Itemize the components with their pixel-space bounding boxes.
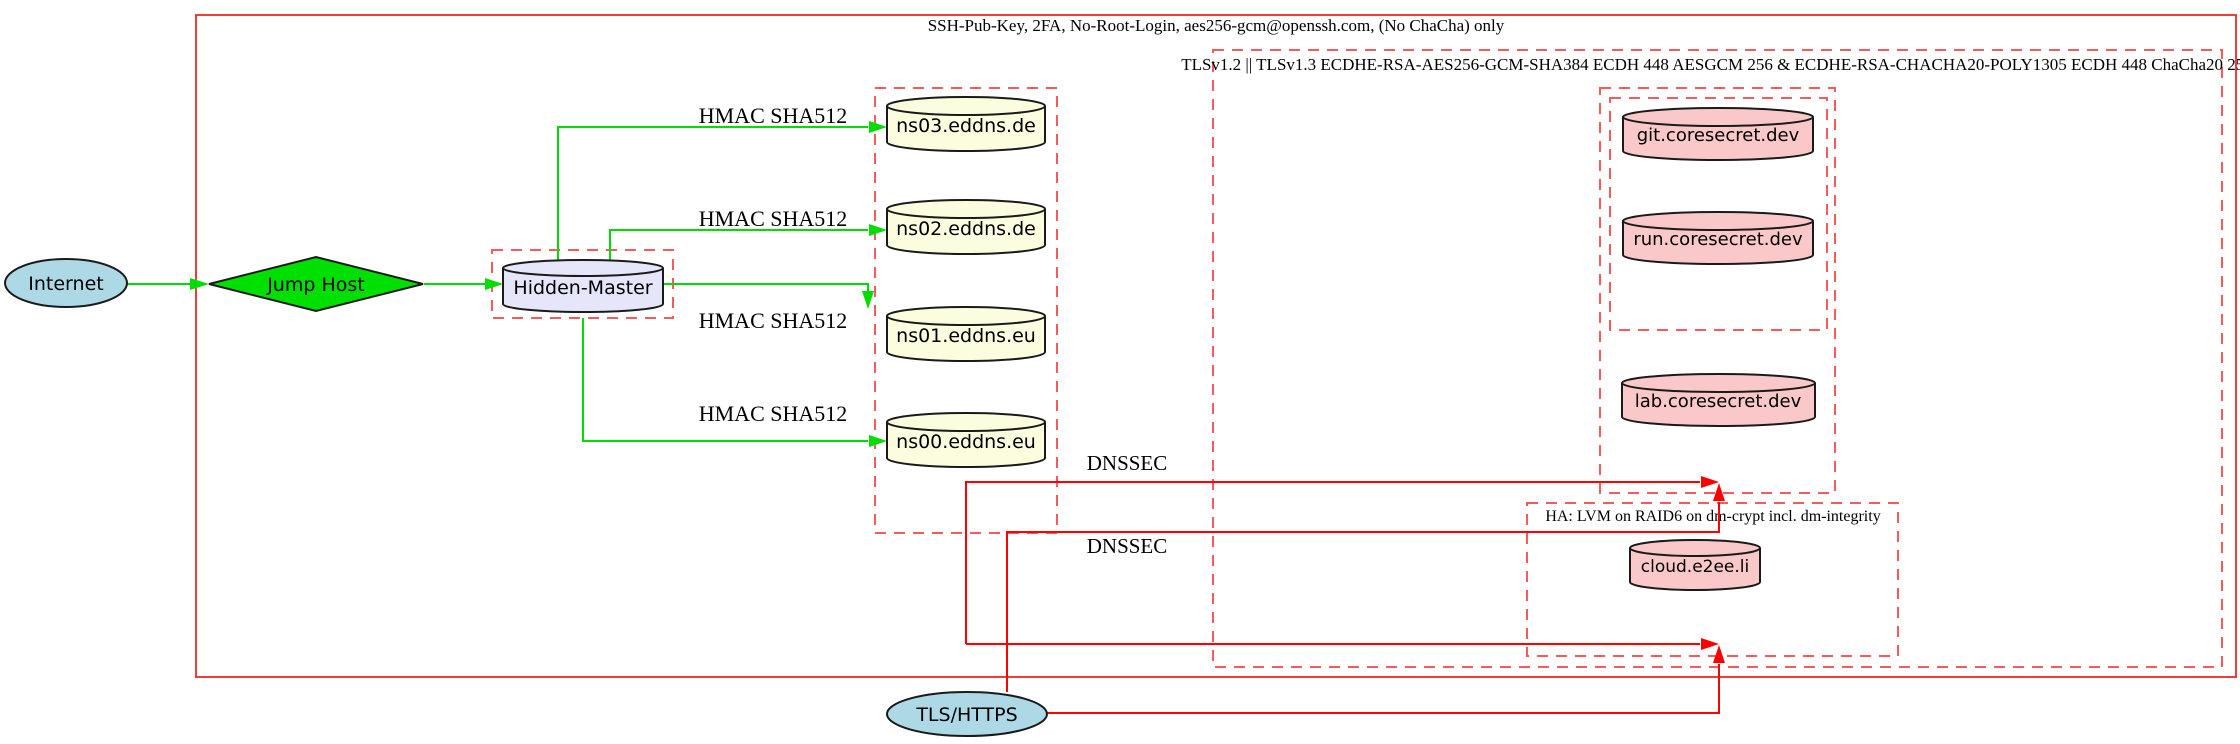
internet-ellipse bbox=[4, 258, 128, 308]
cluster-coresecret-outer-box bbox=[1599, 87, 1836, 494]
run-cylinder bbox=[1622, 211, 1814, 265]
cluster-tls-box bbox=[1212, 49, 2223, 668]
tls-https-ellipse bbox=[886, 691, 1048, 737]
node-ns01-label: ns01.eddns.eu bbox=[896, 325, 1036, 347]
cluster-ha-box bbox=[1526, 502, 1899, 657]
edge-jumphost-to-hiddenmaster bbox=[424, 278, 503, 290]
arrowhead-down-icon bbox=[862, 291, 874, 309]
cluster-coresecret-inner-box bbox=[1609, 97, 1828, 331]
node-ns01: ns01.eddns.eu bbox=[886, 306, 1046, 362]
edge-hiddenmaster-to-ns03 bbox=[557, 121, 887, 262]
arrowhead-right-icon bbox=[485, 278, 503, 290]
node-cloud-e2ee: cloud.e2ee.li bbox=[1629, 539, 1761, 591]
edge-label-hmac-ns02: HMAC SHA512 bbox=[699, 206, 848, 231]
cluster-tls-label: TLSv1.2 || TLSv1.3 ECDHE-RSA-AES256-GCM-… bbox=[1181, 55, 2240, 74]
git-cylinder bbox=[1622, 107, 1814, 161]
node-ns02: ns02.eddns.de bbox=[886, 199, 1046, 255]
cluster-ssh-label: SSH-Pub-Key, 2FA, No-Root-Login, aes256-… bbox=[928, 16, 1505, 35]
node-ns00-label: ns00.eddns.eu bbox=[896, 431, 1036, 453]
edge-label-dnssec-bottom: DNSSEC bbox=[1087, 534, 1168, 558]
edge-tlshttps-to-coresecret bbox=[1006, 483, 1725, 692]
node-tls-https-label: TLS/HTTPS bbox=[915, 704, 1017, 726]
node-ns00: ns00.eddns.eu bbox=[886, 412, 1046, 468]
node-lab-coresecret: lab.coresecret.dev bbox=[1621, 373, 1816, 427]
cluster-ssh-box bbox=[195, 14, 2237, 678]
node-lab-label: lab.coresecret.dev bbox=[1635, 391, 1802, 412]
node-cloud-label: cloud.e2ee.li bbox=[1641, 557, 1749, 577]
jump-host-diamond bbox=[208, 255, 424, 313]
cluster-dns-box bbox=[874, 87, 1058, 534]
arrowhead-right-icon bbox=[869, 121, 887, 133]
node-ns03-label: ns03.eddns.de bbox=[896, 115, 1036, 137]
cylinder-top-lens bbox=[502, 267, 664, 277]
cylinder-top-lens bbox=[1622, 116, 1814, 127]
arrowhead-right-icon bbox=[1701, 638, 1719, 650]
ns00-cylinder bbox=[886, 412, 1046, 468]
edge-label-hmac-ns03: HMAC SHA512 bbox=[699, 103, 848, 128]
node-hidden-master-label: Hidden-Master bbox=[513, 277, 652, 299]
hidden-master-cylinder bbox=[502, 259, 664, 313]
node-run-coresecret: run.coresecret.dev bbox=[1622, 211, 1814, 265]
edge-internet-to-jumphost bbox=[127, 278, 209, 290]
cylinder-top-lens bbox=[1629, 547, 1761, 557]
edge-label-hmac-ns01: HMAC SHA512 bbox=[699, 308, 848, 333]
node-jump-host-label: Jump Host bbox=[266, 274, 365, 296]
node-tls-https: TLS/HTTPS bbox=[886, 691, 1048, 737]
edge-tlshttps-to-ha bbox=[1046, 645, 1725, 714]
ns02-cylinder bbox=[886, 199, 1046, 255]
cylinder-top-lens bbox=[1622, 220, 1814, 231]
node-run-label: run.coresecret.dev bbox=[1633, 229, 1803, 250]
node-hidden-master: Hidden-Master bbox=[502, 259, 664, 313]
cylinder-top-lens bbox=[886, 421, 1046, 432]
cylinder-top-lens bbox=[1621, 382, 1816, 393]
ns01-cylinder bbox=[886, 306, 1046, 362]
cylinder-top-lens bbox=[886, 315, 1046, 326]
arrowhead-right-icon bbox=[869, 224, 887, 236]
node-git-coresecret: git.coresecret.dev bbox=[1622, 107, 1814, 161]
node-jump-host: Jump Host bbox=[208, 255, 424, 313]
arrowhead-right-icon bbox=[1701, 476, 1719, 488]
edge-hiddenmaster-to-ns00 bbox=[582, 318, 887, 447]
node-git-label: git.coresecret.dev bbox=[1637, 125, 1800, 146]
edge-hiddenmaster-to-ns01 bbox=[663, 283, 874, 309]
cylinder-top-lens bbox=[886, 208, 1046, 219]
ns03-cylinder bbox=[886, 96, 1046, 152]
arrowhead-up-icon bbox=[1713, 645, 1725, 663]
node-ns02-label: ns02.eddns.de bbox=[896, 218, 1036, 240]
edge-dnssec-lower bbox=[966, 638, 1719, 650]
edge-label-hmac-ns00: HMAC SHA512 bbox=[699, 401, 848, 426]
cluster-ha-label: HA: LVM on RAID6 on dm-crypt incl. dm-in… bbox=[1545, 508, 1880, 525]
node-internet-label: Internet bbox=[28, 273, 103, 295]
cloud-cylinder bbox=[1629, 539, 1761, 591]
arrowhead-right-icon bbox=[190, 278, 209, 290]
edge-label-dnssec-top: DNSSEC bbox=[1087, 451, 1168, 475]
lab-cylinder bbox=[1621, 373, 1816, 427]
cylinder-top-lens bbox=[886, 105, 1046, 116]
arrowhead-right-icon bbox=[869, 435, 887, 447]
edge-dnssec-upper bbox=[965, 476, 1719, 644]
node-ns03: ns03.eddns.de bbox=[886, 96, 1046, 152]
edge-hiddenmaster-to-ns02 bbox=[609, 224, 887, 262]
node-internet: Internet bbox=[4, 258, 128, 308]
arrowhead-up-icon bbox=[1713, 483, 1725, 501]
